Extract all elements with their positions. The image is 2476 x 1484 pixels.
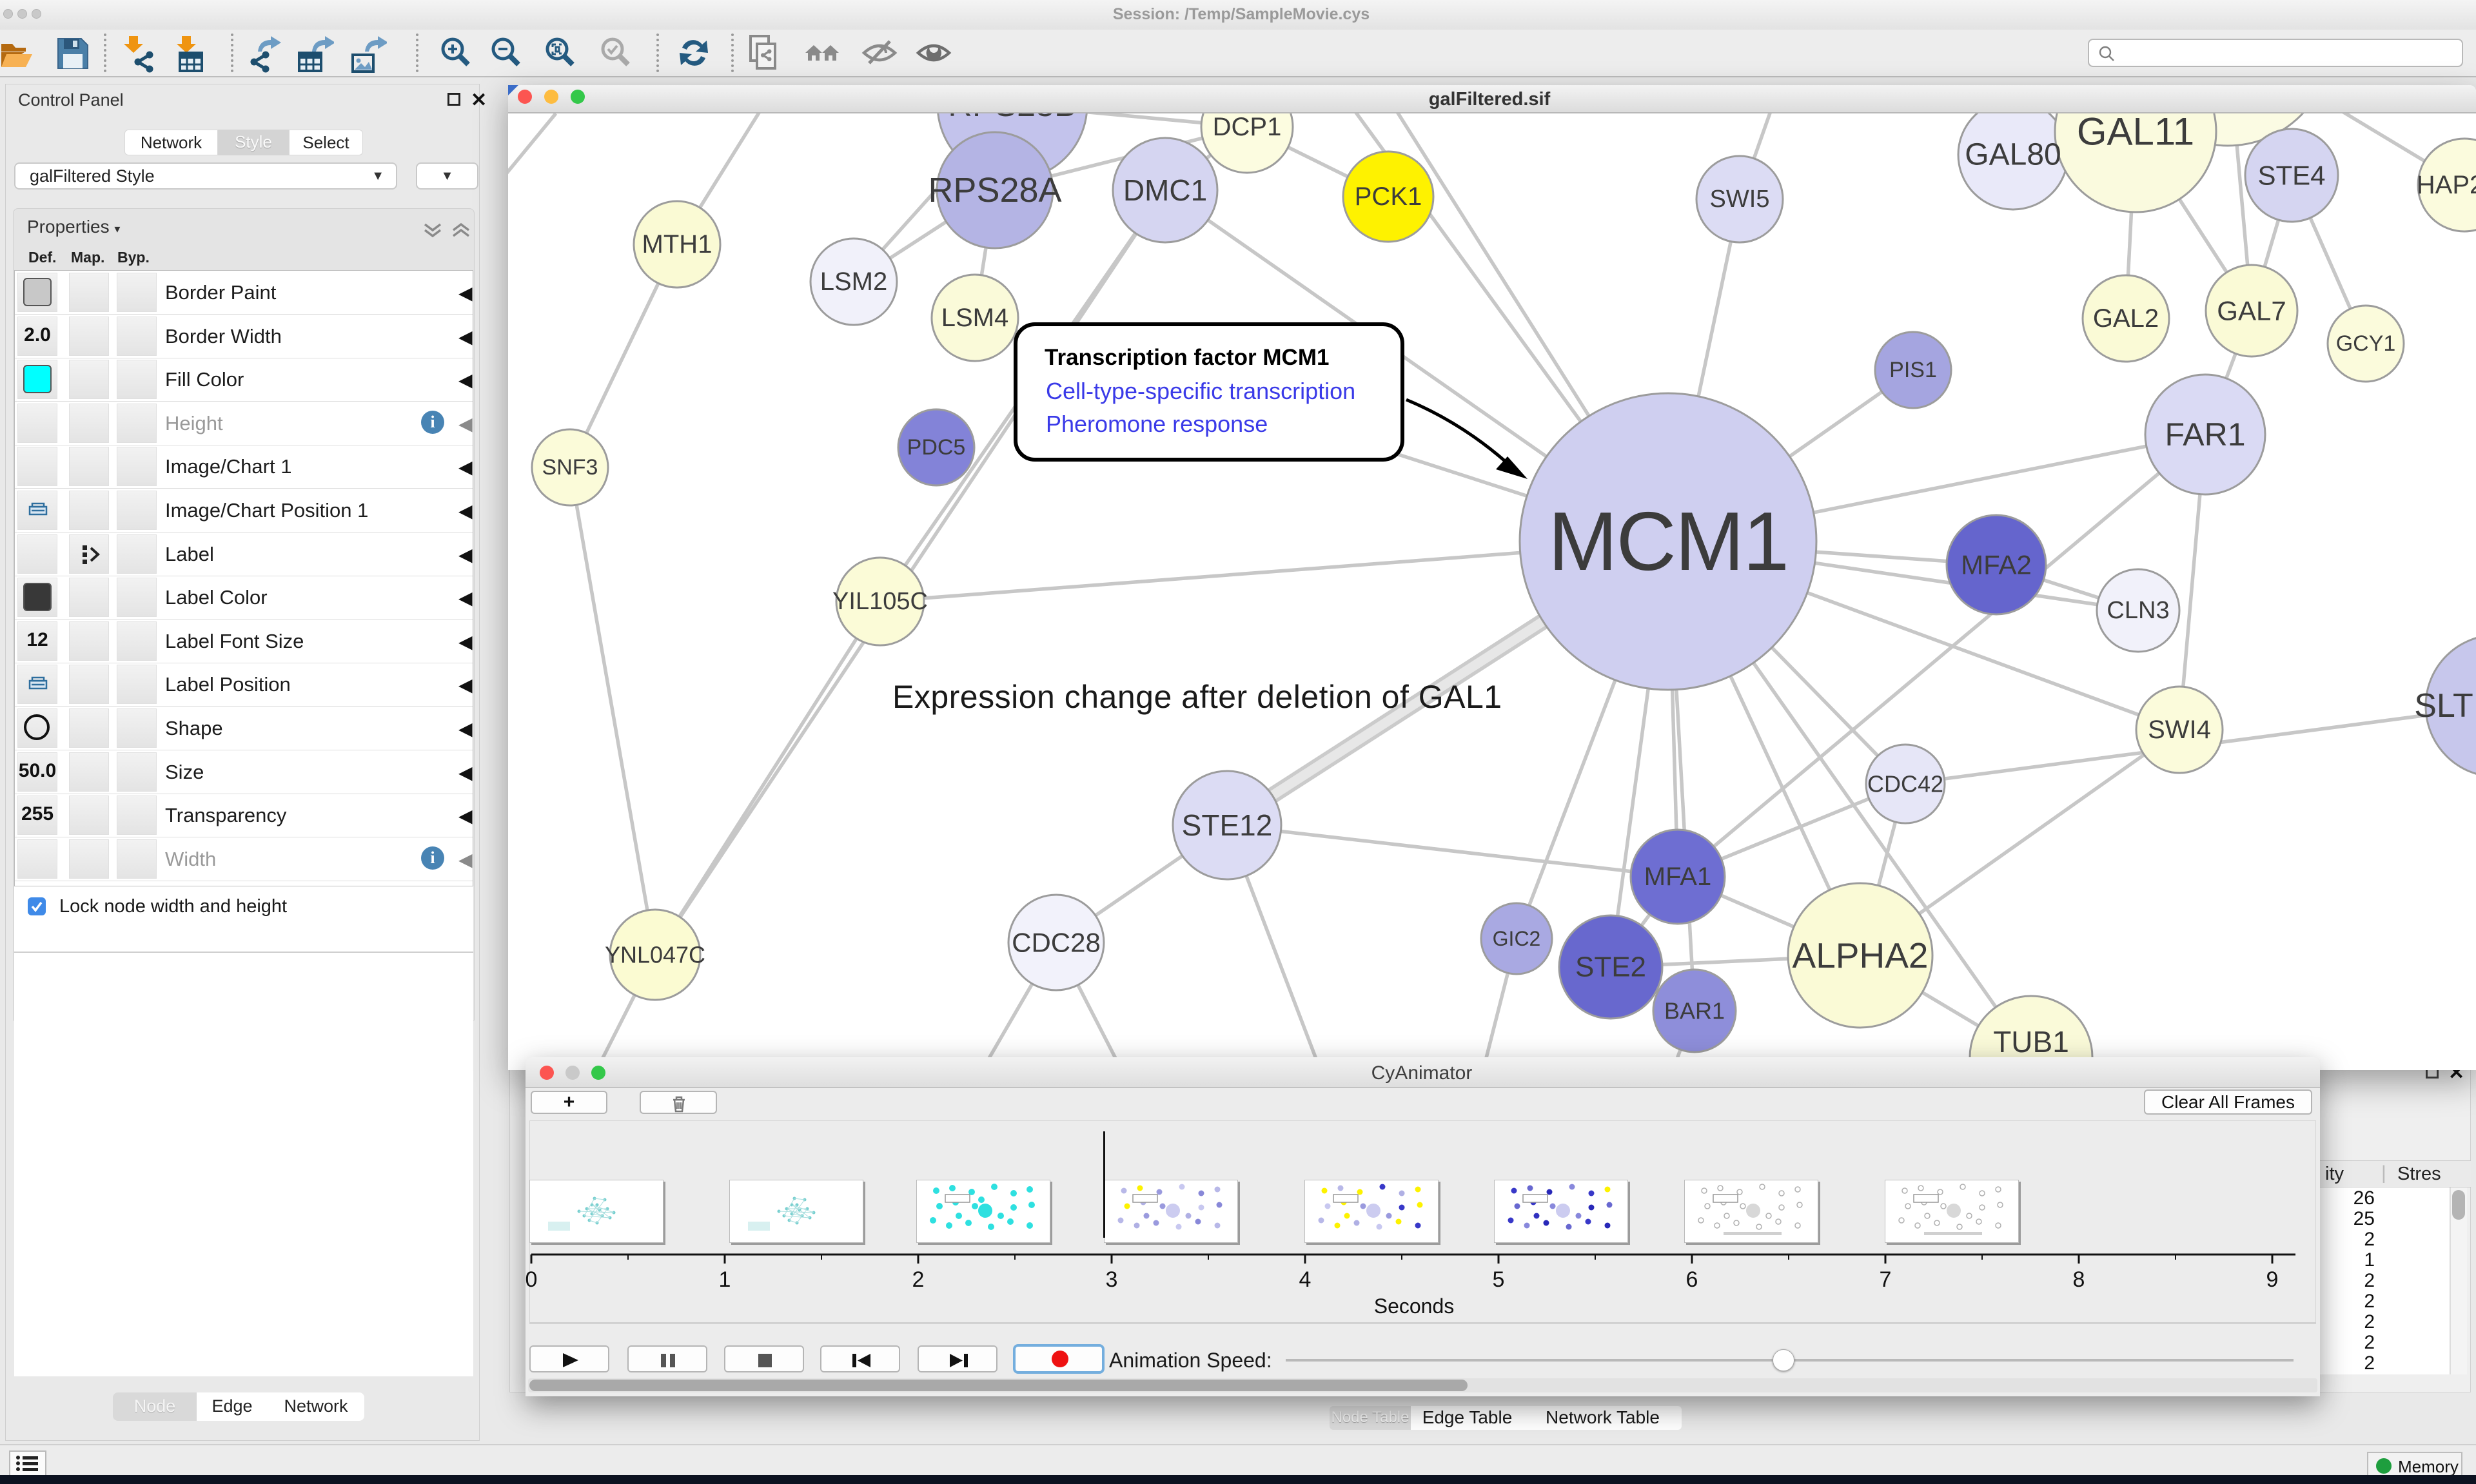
- svg-text:STE4: STE4: [2257, 161, 2325, 191]
- svg-text:TUB1: TUB1: [1993, 1025, 2069, 1059]
- svg-text:SWI5: SWI5: [1710, 186, 1770, 213]
- svg-text:LSM2: LSM2: [820, 268, 888, 296]
- svg-text:Cell-type-specific transcripti: Cell-type-specific transcription: [1046, 378, 1355, 404]
- svg-text:CDC28: CDC28: [1012, 928, 1101, 958]
- svg-text:GAL80: GAL80: [1965, 138, 2061, 172]
- svg-text:MFA2: MFA2: [1961, 550, 2032, 580]
- svg-text:DCP1: DCP1: [1213, 113, 1282, 141]
- svg-text:SNF3: SNF3: [542, 455, 598, 480]
- svg-text:HAP2: HAP2: [2417, 171, 2476, 199]
- svg-text:GCY1: GCY1: [2336, 331, 2396, 356]
- svg-text:Expression change after deleti: Expression change after deletion of GAL1: [892, 679, 1502, 715]
- svg-text:MTH1: MTH1: [642, 230, 712, 259]
- svg-text:SWI4: SWI4: [2148, 716, 2211, 744]
- svg-text:SLT: SLT: [2414, 687, 2473, 725]
- svg-text:Pheromone response: Pheromone response: [1046, 411, 1268, 437]
- svg-text:BAR1: BAR1: [1664, 998, 1725, 1024]
- svg-text:GAL11: GAL11: [2077, 113, 2194, 153]
- svg-text:CLN3: CLN3: [2107, 597, 2169, 624]
- svg-text:DMC1: DMC1: [1123, 173, 1207, 207]
- svg-text:FAR1: FAR1: [2165, 416, 2245, 453]
- svg-text:PIS1: PIS1: [1889, 358, 1937, 382]
- svg-text:GIC2: GIC2: [1493, 927, 1541, 950]
- svg-text:RPS28B: RPS28B: [948, 113, 1076, 124]
- svg-text:YIL105C: YIL105C: [832, 588, 928, 615]
- svg-text:MFA1: MFA1: [1644, 863, 1711, 891]
- svg-text:Transcription factor MCM1: Transcription factor MCM1: [1045, 345, 1329, 370]
- svg-text:PCK1: PCK1: [1355, 182, 1422, 211]
- svg-text:RPS28A: RPS28A: [928, 171, 1061, 210]
- svg-text:CDC42: CDC42: [1867, 771, 1943, 797]
- svg-text:MCM1: MCM1: [1548, 495, 1788, 588]
- svg-text:LSM4: LSM4: [941, 304, 1009, 332]
- svg-text:YNL047C: YNL047C: [605, 942, 705, 968]
- svg-text:GAL7: GAL7: [2217, 296, 2286, 326]
- svg-text:STE2: STE2: [1575, 952, 1646, 983]
- svg-text:PDC5: PDC5: [907, 435, 966, 460]
- svg-text:ALPHA2: ALPHA2: [1793, 935, 1929, 975]
- svg-text:STE12: STE12: [1182, 808, 1273, 842]
- svg-text:GAL2: GAL2: [2093, 304, 2159, 333]
